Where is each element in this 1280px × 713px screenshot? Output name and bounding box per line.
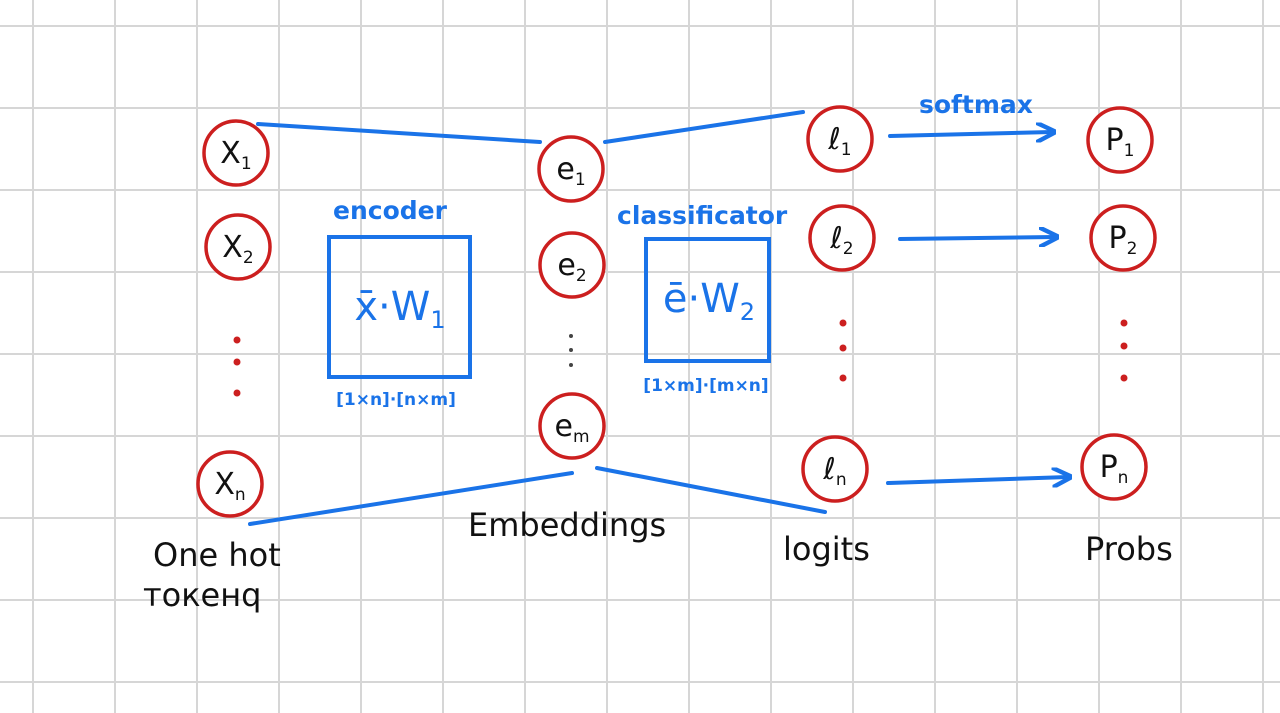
edge-xn-em (248, 471, 574, 526)
softmax-arrow-2 (898, 237, 1055, 239)
node-xn: Xn (196, 450, 264, 518)
svg-text:Pn: Pn (1100, 450, 1129, 488)
softmax-arrow-n (886, 477, 1068, 483)
softmax-arrow-1 (888, 132, 1052, 136)
svg-text:Xn: Xn (214, 467, 245, 505)
svg-text:P2: P2 (1109, 221, 1138, 259)
svg-text:ℓ2: ℓ2 (829, 221, 853, 259)
encoder-box (327, 235, 472, 379)
node-ln: ℓn (801, 435, 869, 503)
svg-text:P1: P1 (1106, 123, 1135, 161)
svg-text:e2: e2 (557, 248, 586, 286)
ellipsis-dots-inputs (233, 336, 241, 397)
edge-x1-e1 (256, 122, 542, 144)
encoder-title: encoder (333, 196, 448, 225)
label-embeddings: Embeddings (468, 506, 666, 544)
svg-text:em: em (554, 409, 589, 447)
node-x1: X1 (202, 119, 270, 187)
node-pn: Pn (1080, 433, 1148, 501)
svg-text:X1: X1 (220, 136, 251, 174)
softmax-label: softmax (919, 90, 1033, 119)
node-p2: P2 (1089, 204, 1157, 272)
label-probs: Probs (1085, 530, 1173, 568)
classifier-formula: ē·W2 (663, 276, 755, 326)
ellipsis-dots-embeddings (569, 334, 573, 367)
label-logits: logits (783, 530, 870, 568)
node-em: em (538, 392, 606, 460)
svg-text:e1: e1 (556, 152, 585, 190)
node-l1: ℓ1 (806, 105, 874, 173)
node-x2: X2 (204, 213, 272, 281)
node-e1: e1 (537, 135, 605, 203)
node-p1: P1 (1086, 106, 1154, 174)
svg-text:X2: X2 (222, 230, 253, 268)
label-one-hot-line2: токенq (143, 576, 261, 614)
svg-text:ℓ1: ℓ1 (827, 122, 851, 160)
classifier-title: classificator (617, 201, 788, 230)
classifier-box (644, 237, 771, 363)
node-e2: e2 (538, 231, 606, 299)
classifier-dims: [1×m]·[m×n] (643, 376, 768, 396)
encoder-dims: [1×n]·[n×m] (336, 390, 456, 410)
edge-em-ln (595, 466, 827, 514)
ellipsis-dots-probs (1120, 319, 1128, 382)
svg-text:ℓn: ℓn (822, 452, 846, 490)
edge-e1-l1 (603, 110, 805, 144)
label-one-hot-line1: One hot (153, 536, 281, 574)
encoder-formula: x̄·W1 (354, 284, 445, 334)
node-l2: ℓ2 (808, 204, 876, 272)
ellipsis-dots-logits (839, 319, 847, 382)
